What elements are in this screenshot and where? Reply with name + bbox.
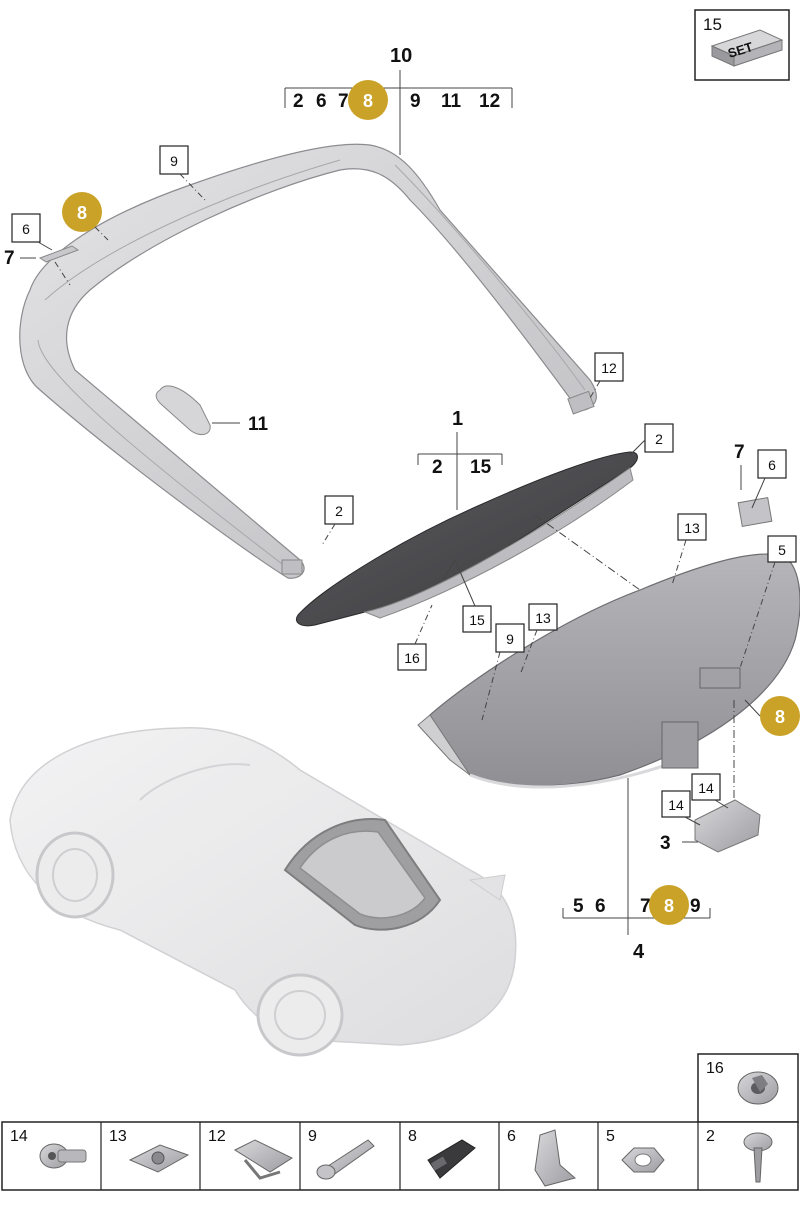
- callout-2-frame: 2: [321, 495, 354, 546]
- set-box: 15 SET: [694, 9, 790, 81]
- svg-text:12: 12: [601, 360, 617, 376]
- callout-2-cover: 2: [629, 423, 674, 456]
- callout-15-cover: 15: [442, 559, 492, 633]
- set-box-number: 15: [703, 15, 722, 34]
- svg-text:8: 8: [775, 707, 785, 727]
- torx-screw-icon: [39, 1143, 87, 1169]
- assembly-1-group: 1 2 15: [417, 408, 503, 510]
- svg-text:8: 8: [664, 896, 674, 916]
- svg-text:8: 8: [77, 203, 87, 223]
- svg-text:2: 2: [335, 503, 343, 519]
- callout-13-a: 13: [671, 513, 707, 586]
- assembly-10-sub-2: 2: [293, 91, 304, 112]
- svg-text:16: 16: [404, 650, 420, 666]
- callout-16-cover: 16: [397, 604, 433, 671]
- svg-text:14: 14: [698, 780, 714, 796]
- svg-text:2: 2: [706, 1128, 715, 1145]
- svg-text:13: 13: [109, 1128, 127, 1145]
- svg-text:2: 2: [655, 431, 663, 447]
- star-washer-icon: [737, 1071, 779, 1105]
- svg-text:14: 14: [10, 1128, 28, 1145]
- hardware-cell-6[interactable]: 6: [507, 1128, 577, 1187]
- hardware-cell-14[interactable]: 14: [10, 1128, 87, 1169]
- hardware-cell-12[interactable]: 12: [208, 1128, 294, 1180]
- hardware-cell-2[interactable]: 2: [706, 1128, 773, 1183]
- svg-text:6: 6: [507, 1128, 516, 1145]
- svg-text:13: 13: [684, 520, 700, 536]
- svg-text:6: 6: [595, 896, 606, 917]
- svg-text:15: 15: [469, 612, 485, 628]
- push-rivet-icon: [743, 1132, 773, 1183]
- hardware-cell-13[interactable]: 13: [109, 1128, 190, 1173]
- latch-part-3[interactable]: 3: [660, 799, 761, 854]
- callout-7-left: 7: [4, 245, 80, 286]
- assembly-4-group: 5 6 7 9 8 4: [562, 778, 711, 963]
- callout-7-right: 7: [734, 442, 745, 490]
- callout-9-panel: 9: [481, 623, 525, 721]
- highlight-badge-panel[interactable]: 8: [744, 696, 800, 736]
- assembly-4-number: 4: [633, 941, 645, 963]
- rubber-buffer-icon: [427, 1139, 476, 1179]
- svg-text:2: 2: [432, 457, 443, 478]
- upper-frame-part[interactable]: [19, 143, 597, 579]
- callout-14-b: 14: [661, 790, 701, 826]
- bracket-clip-icon: [233, 1139, 294, 1180]
- hardware-cell-9[interactable]: 9: [308, 1128, 375, 1180]
- assembly-10-sub-12: 12: [479, 91, 500, 112]
- expansion-rivet-icon: [316, 1139, 375, 1180]
- svg-text:7: 7: [4, 248, 15, 269]
- assembly-10-group: 10 2 6 7 8 9 11 12: [284, 45, 513, 155]
- assembly-1-number: 1: [452, 408, 463, 430]
- set-package-icon: SET: [710, 29, 784, 67]
- svg-text:9: 9: [170, 153, 178, 169]
- svg-text:9: 9: [690, 896, 701, 917]
- hardware-cell-8[interactable]: 8: [408, 1128, 476, 1179]
- callout-11: 11: [248, 414, 269, 435]
- callout-3: 3: [660, 833, 671, 854]
- highlight-badge-assembly-4[interactable]: 8: [649, 885, 689, 925]
- cover-part[interactable]: [295, 451, 638, 627]
- assembly-10-sub-7: 7: [338, 91, 349, 112]
- svg-text:12: 12: [208, 1128, 226, 1145]
- svg-text:7: 7: [734, 442, 745, 463]
- callout-12: 12: [589, 352, 624, 399]
- assembly-10-number: 10: [390, 45, 412, 67]
- hardware-top-cell: 16: [697, 1053, 799, 1123]
- svg-text:15: 15: [470, 457, 492, 478]
- callout-14-a: 14: [691, 773, 729, 809]
- clip-nut-icon: [128, 1144, 190, 1173]
- svg-text:7: 7: [640, 896, 651, 917]
- svg-text:8: 8: [408, 1128, 417, 1145]
- callout-13-b: 13: [519, 603, 558, 676]
- assembly-10-sub-9: 9: [410, 91, 421, 112]
- handle-part-11[interactable]: 11: [155, 385, 269, 436]
- highlight-badge-label: 8: [363, 91, 373, 111]
- hardware-cell-5[interactable]: 5: [606, 1128, 665, 1173]
- highlight-badge-frame[interactable]: 8: [62, 192, 109, 241]
- callout-6-right: 6: [751, 449, 787, 509]
- svg-text:5: 5: [778, 542, 786, 558]
- callout-5-right: 5: [739, 535, 797, 669]
- svg-text:5: 5: [573, 896, 584, 917]
- svg-text:6: 6: [768, 457, 776, 473]
- callout-9-top: 9: [159, 145, 206, 201]
- hardware-grid: 14 13 12 9: [1, 1121, 799, 1191]
- callout-6-left: 6: [11, 213, 53, 251]
- assembly-10-sub-6: 6: [316, 91, 327, 112]
- spring-clip-icon: [534, 1129, 577, 1187]
- hex-nut-icon: [621, 1147, 665, 1173]
- highlight-badge[interactable]: 8: [348, 80, 388, 120]
- svg-text:5: 5: [606, 1128, 615, 1145]
- svg-text:14: 14: [668, 797, 684, 813]
- hardware-number-16: 16: [706, 1060, 724, 1077]
- set-label: SET: [726, 39, 755, 61]
- svg-text:9: 9: [506, 631, 514, 647]
- lower-panel-part[interactable]: [417, 496, 800, 789]
- svg-text:6: 6: [22, 221, 30, 237]
- svg-text:13: 13: [535, 610, 551, 626]
- svg-text:9: 9: [308, 1128, 317, 1145]
- vehicle-illustration: [9, 726, 517, 1057]
- assembly-10-sub-11: 11: [441, 91, 462, 112]
